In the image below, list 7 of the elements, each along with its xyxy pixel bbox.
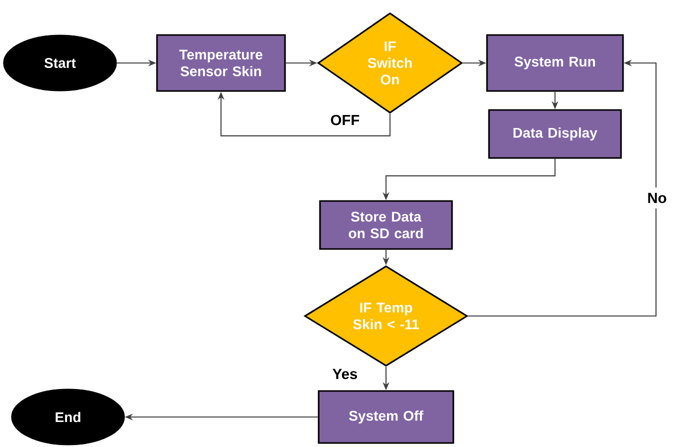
process-box: Store Data on SD card	[319, 200, 453, 250]
process-box: Temperature Sensor Skin	[156, 34, 286, 92]
edge-label: Yes	[328, 364, 362, 384]
process-box: System Run	[486, 34, 624, 92]
process-box: Data Display	[488, 109, 622, 159]
process-box: System Off	[318, 390, 454, 444]
edge-label: No	[642, 188, 672, 208]
